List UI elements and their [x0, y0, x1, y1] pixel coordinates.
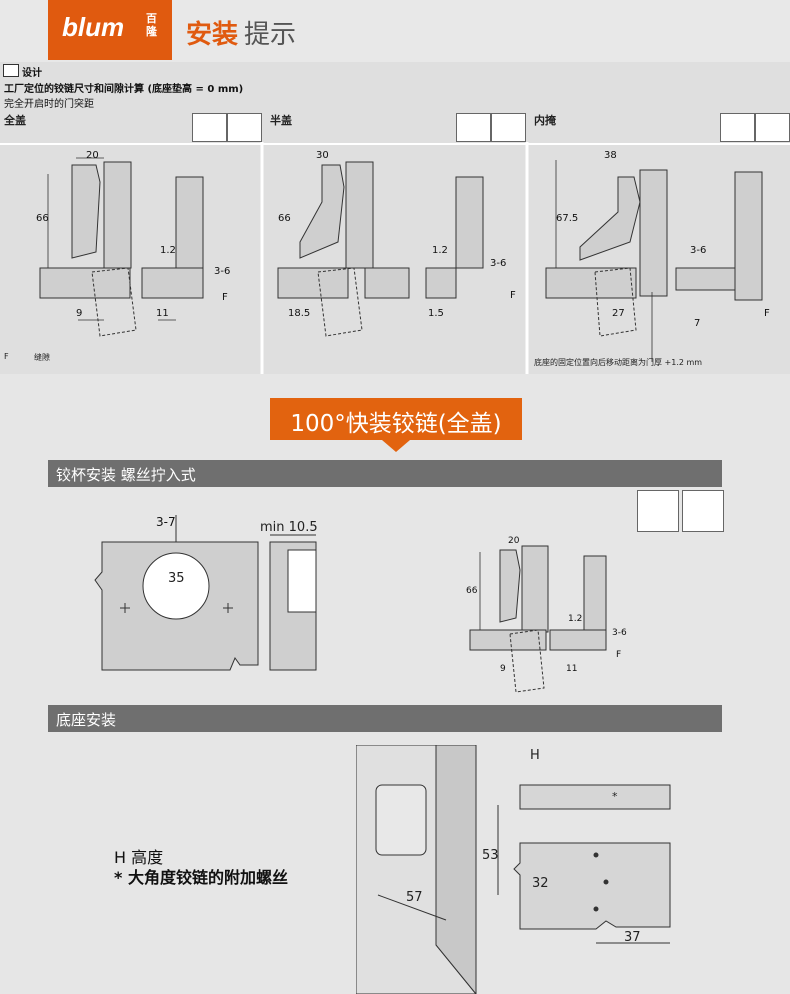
dim-base-star: * [612, 790, 618, 803]
dim-base-32: 32 [532, 876, 549, 891]
dim-small-20: 20 [508, 536, 520, 546]
dim-full-9: 9 [76, 308, 83, 319]
dim-half-f: F [510, 290, 516, 301]
overlay-icon-b [682, 490, 724, 532]
half-overlay-icon-1 [456, 113, 491, 142]
section-bar-cup [48, 460, 722, 487]
banner-arrow [382, 440, 410, 452]
dim-base-37: 37 [624, 930, 641, 945]
half-overlay-icon-2 [491, 113, 526, 142]
design-label: 设计 [22, 68, 42, 79]
logo-chinese: 百隆 [146, 12, 157, 38]
product-banner [270, 398, 522, 440]
dim-small-36: 3-6 [612, 628, 627, 638]
header-title-light: 提示 [244, 20, 297, 50]
dim-inset-f: F [764, 308, 770, 319]
dim-inset-38: 38 [604, 150, 617, 161]
section-bar-base [48, 705, 722, 732]
dim-inset-36: 3-6 [690, 245, 707, 256]
top-drawings [0, 142, 790, 374]
header-title-strong: 安装 [186, 20, 239, 50]
dim-small-11: 11 [566, 664, 578, 674]
dim-half-12: 1.2 [432, 245, 448, 256]
dim-base-57: 57 [406, 890, 423, 905]
dim-inset-675: 67.5 [556, 213, 579, 224]
full-overlay-icon-1 [192, 113, 227, 142]
dim-base-h: H [530, 748, 540, 763]
dim-full-12: 1.2 [160, 245, 176, 256]
design-icon [3, 64, 19, 77]
dim-small-9: 9 [500, 664, 506, 674]
design-line2: 完全开启时的门突距 [4, 99, 94, 110]
dim-full-11: 11 [156, 308, 169, 319]
footnote-right: 底座的固定位置向后移动距离为门厚 +1.2 mm [534, 358, 703, 367]
col-title-inset: 内掩 [534, 114, 556, 127]
dim-small-12: 1.2 [568, 614, 583, 624]
col-title-half: 半盖 [270, 114, 292, 127]
section-title-base: 底座安装 [56, 711, 117, 729]
inset-icon-2 [755, 113, 790, 142]
dim-small-66: 66 [466, 586, 478, 596]
blum-logo [48, 0, 172, 60]
dim-half-30: 30 [316, 150, 329, 161]
dim-full-20: 20 [86, 150, 99, 161]
dim-small-f: F [616, 650, 622, 660]
inset-icon-1 [720, 113, 755, 142]
legend-h: H 高度 [114, 848, 164, 867]
dim-half-36: 3-6 [490, 258, 507, 269]
section-title-cup: 铰杯安装 螺丝拧入式 [56, 466, 196, 484]
cup-drawing [94, 515, 607, 693]
dim-full-36: 3-6 [214, 266, 231, 277]
footnote-f-val: 缝隙 [34, 353, 50, 362]
dim-cup-37: 3-7 [156, 515, 176, 529]
dim-full-66: 66 [36, 213, 49, 224]
dim-cup-min105: min 10.5 [260, 520, 318, 535]
dim-cup-35: 35 [168, 571, 185, 586]
dim-base-53: 53 [482, 848, 499, 863]
dim-half-15: 1.5 [428, 308, 444, 319]
legend-star: * 大角度铰链的附加螺丝 [114, 868, 288, 887]
logo-text: blum [62, 12, 125, 42]
dim-half-66: 66 [278, 213, 291, 224]
overlay-icon-a [637, 490, 679, 532]
dim-half-185: 18.5 [288, 308, 311, 319]
col-title-full: 全盖 [4, 114, 26, 127]
footnote-f-key: F [4, 352, 9, 361]
full-overlay-icon-2 [227, 113, 262, 142]
design-line1: 工厂定位的铰链尺寸和间隙计算 (底座垫高 = 0 mm) [4, 84, 244, 95]
dim-inset-27: 27 [612, 308, 625, 319]
dim-inset-7: 7 [694, 318, 701, 329]
base-drawing [356, 745, 671, 994]
banner-text: 100°快装铰链(全盖) [290, 411, 502, 437]
dim-full-f: F [222, 292, 228, 303]
